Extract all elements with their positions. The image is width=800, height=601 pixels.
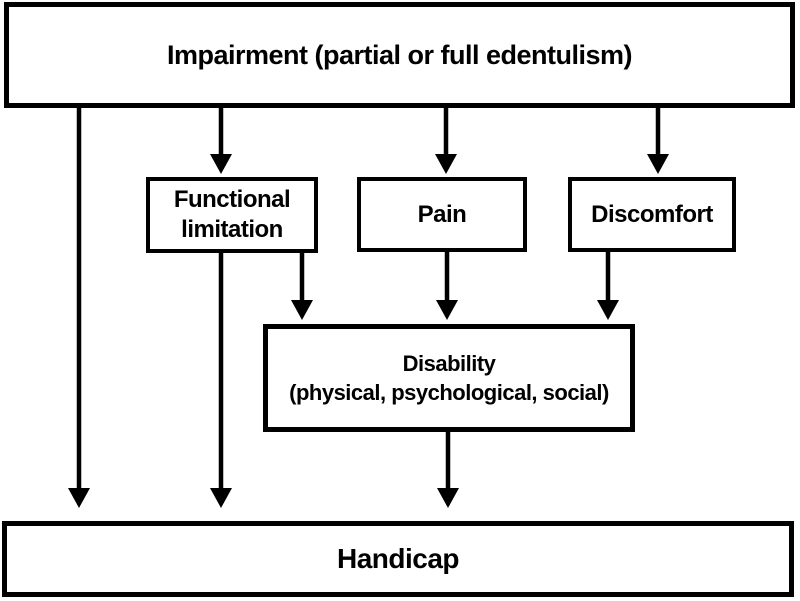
arrow-discomfort-to-disability <box>597 250 619 320</box>
box-disability: Disability (physical, psychological, soc… <box>263 324 635 432</box>
box-discomfort: Discomfort <box>568 177 736 252</box>
arrow-functional-limitation-to-disability <box>291 250 313 320</box>
arrow-impairment-to-handicap <box>68 104 90 508</box>
arrow-functional-limitation-to-handicap <box>210 250 232 508</box>
disability-label-line2: (physical, psychological, social) <box>289 380 609 405</box>
arrow-impairment-to-functional-limitation <box>210 104 232 174</box>
box-impairment: Impairment (partial or full edentulism) <box>4 2 795 108</box>
discomfort-label: Discomfort <box>591 200 713 228</box>
arrow-pain-to-disability <box>436 250 458 320</box>
arrow-impairment-to-discomfort <box>647 104 669 174</box>
box-pain: Pain <box>357 177 527 252</box>
box-handicap: Handicap <box>2 521 794 597</box>
arrow-disability-to-handicap <box>437 428 459 508</box>
handicap-label: Handicap <box>336 543 460 574</box>
disability-label-line1: Disability <box>402 351 496 376</box>
pain-label: Pain <box>417 200 467 228</box>
functional-limitation-label: Functional limitation <box>173 186 291 243</box>
box-functional-limitation: Functional limitation <box>146 177 318 253</box>
arrow-impairment-to-pain <box>435 104 457 174</box>
impairment-label: Impairment (partial or full edentulism) <box>166 39 633 70</box>
